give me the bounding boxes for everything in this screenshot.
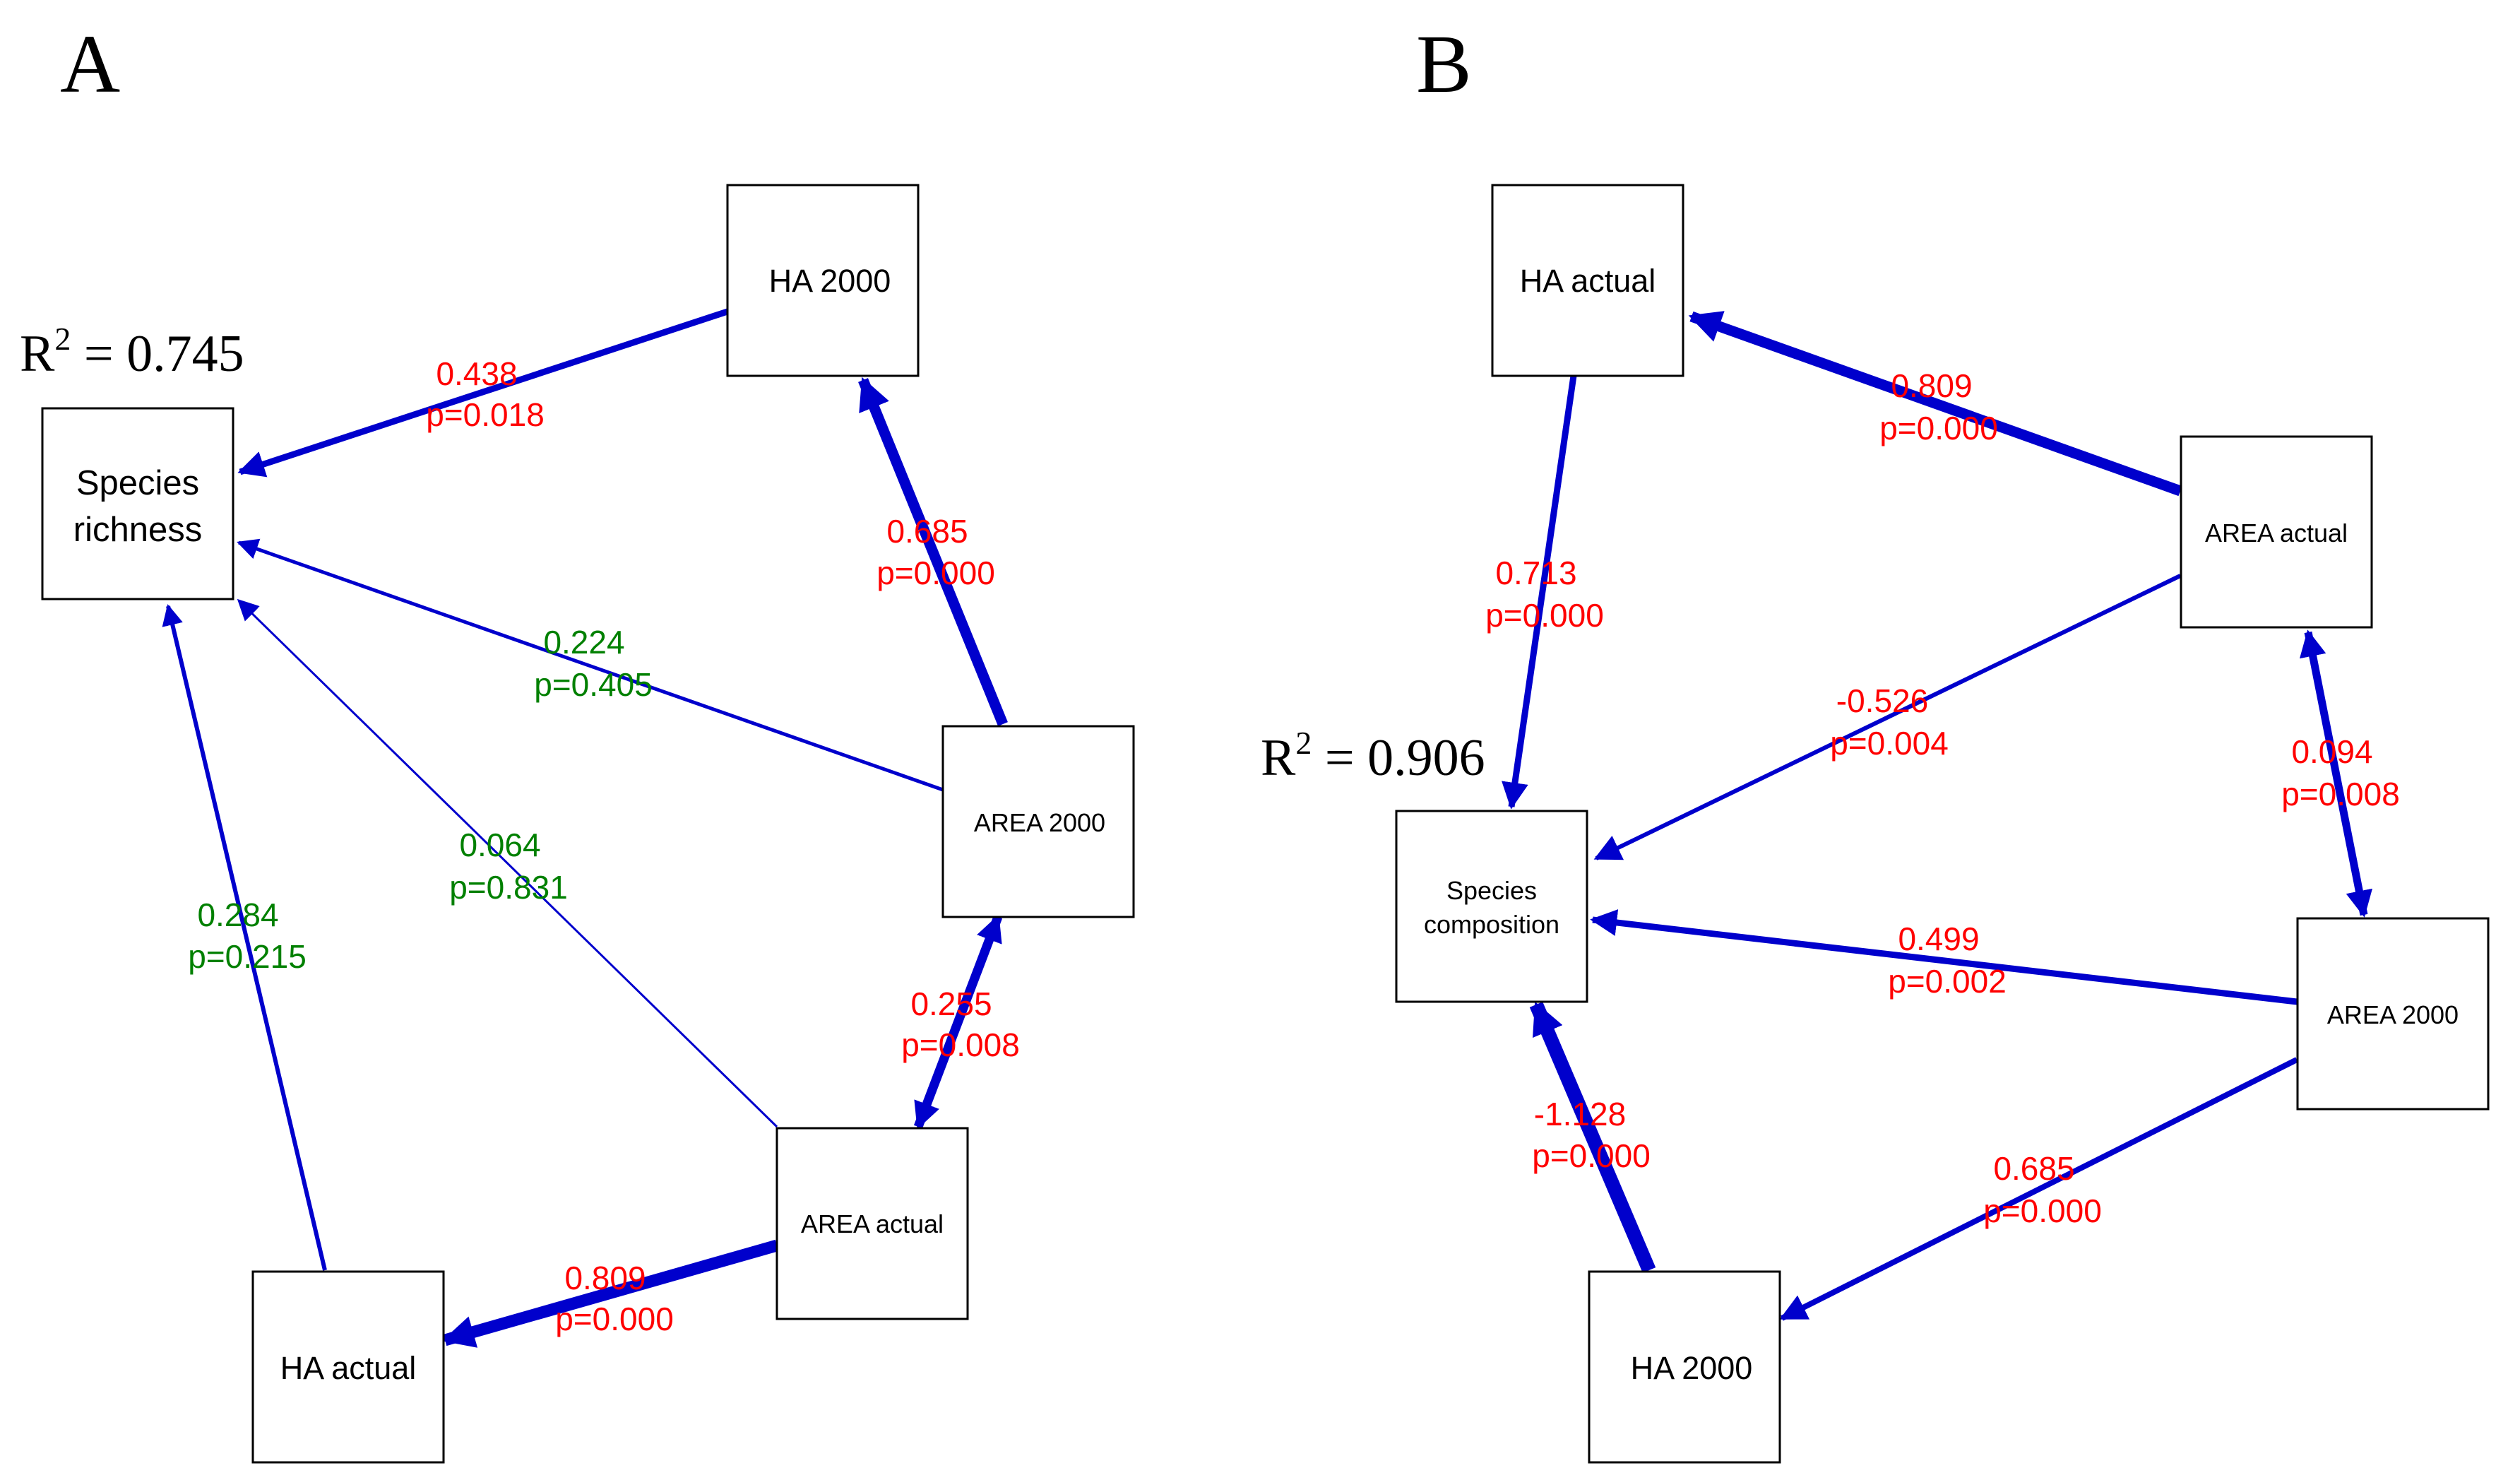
- edge-area2000-areaactual-bidirectional: [913, 914, 1003, 1130]
- svg-text:p=0.215: p=0.215: [188, 938, 307, 975]
- coef-area2000-areaactual: 0.255 p=0.008: [901, 985, 1020, 1063]
- svg-text:p=0.000: p=0.000: [1879, 410, 1998, 446]
- coef-areaactual-haactual: 0.809 p=0.000: [1879, 367, 1998, 446]
- svg-text:richness: richness: [73, 511, 202, 549]
- node-area-actual: AREA actual: [775, 1127, 969, 1320]
- coef-area2000-ha2000: 0.685 p=0.000: [876, 513, 995, 591]
- coef-areaactual-area2000: 0.094 p=0.008: [2281, 733, 2400, 812]
- svg-text:0.438: 0.438: [436, 355, 517, 392]
- svg-text:HA 2000: HA 2000: [1631, 1350, 1753, 1386]
- svg-text:0.094: 0.094: [2291, 733, 2372, 770]
- panel-letter-a: A: [60, 18, 120, 110]
- svg-text:p=0.002: p=0.002: [1888, 963, 2007, 1000]
- edge-areaactual-to-species-composition: [1593, 574, 2182, 860]
- edge-area2000-to-species-composition: [1590, 909, 2298, 1005]
- node-species-composition: Species composition: [1395, 810, 1588, 1003]
- coef-area2000-richness: 0.224 p=0.405: [534, 624, 653, 703]
- svg-text:-1.128: -1.128: [1534, 1096, 1626, 1132]
- coef-area2000-ha2000: 0.685 p=0.000: [1983, 1150, 2102, 1229]
- svg-text:composition: composition: [1424, 910, 1559, 939]
- edge-area2000-to-species-richness: [237, 538, 944, 792]
- svg-text:HA actual: HA actual: [1520, 263, 1656, 299]
- svg-text:AREA 2000: AREA 2000: [974, 808, 1105, 837]
- panel-a: A R2 = 0.745 Species richness HA 2000 AR…: [20, 18, 1135, 1464]
- svg-text:0.809: 0.809: [564, 1260, 646, 1296]
- coef-haactual-richness: 0.284 p=0.215: [188, 896, 307, 975]
- edge-haactual-to-species-composition: [1502, 375, 1577, 810]
- edge-area2000-to-ha2000: [1779, 1057, 2298, 1321]
- svg-text:p=0.000: p=0.000: [1532, 1137, 1651, 1174]
- coef-area2000-composition: 0.499 p=0.002: [1888, 920, 2007, 1000]
- coef-haactual-composition: 0.713 p=0.000: [1485, 555, 1604, 634]
- svg-text:0.064: 0.064: [459, 827, 540, 863]
- svg-text:p=0.008: p=0.008: [901, 1026, 1020, 1063]
- svg-text:p=0.004: p=0.004: [1830, 725, 1949, 762]
- node-area-2000: AREA 2000: [2296, 917, 2490, 1111]
- svg-text:0.713: 0.713: [1495, 555, 1576, 591]
- svg-text:AREA actual: AREA actual: [801, 1209, 944, 1238]
- svg-text:0.499: 0.499: [1898, 920, 1979, 957]
- svg-text:Species: Species: [76, 464, 199, 502]
- edge-areaactual-to-haactual: [1688, 311, 2182, 497]
- coef-areaactual-richness: 0.064 p=0.831: [449, 827, 568, 906]
- svg-text:0.284: 0.284: [197, 896, 278, 933]
- node-species-richness: Species richness: [41, 407, 234, 600]
- edge-haactual-to-species-richness: [162, 604, 327, 1271]
- node-ha-actual: HA actual: [1491, 184, 1684, 377]
- r2-label-a: R2 = 0.745: [20, 321, 244, 383]
- svg-text:p=0.018: p=0.018: [426, 396, 545, 433]
- edge-ha2000-to-species-richness: [237, 308, 729, 478]
- edge-areaactual-to-haactual: [441, 1239, 779, 1348]
- svg-text:0.809: 0.809: [1891, 367, 1972, 404]
- coef-areaactual-composition: -0.526 p=0.004: [1830, 682, 1949, 762]
- svg-text:0.685: 0.685: [1993, 1150, 2074, 1187]
- svg-text:p=0.000: p=0.000: [1983, 1192, 2102, 1229]
- svg-text:p=0.000: p=0.000: [876, 555, 995, 591]
- svg-text:0.255: 0.255: [910, 985, 992, 1022]
- svg-text:AREA actual: AREA actual: [2205, 519, 2348, 547]
- svg-text:p=0.405: p=0.405: [534, 666, 653, 703]
- panel-letter-b: B: [1416, 18, 1472, 110]
- edge-area2000-to-ha2000: [858, 377, 1008, 726]
- node-ha-2000: HA 2000: [1588, 1270, 1781, 1464]
- edge-ha2000-to-species-composition: [1529, 1001, 1656, 1273]
- svg-text:AREA 2000: AREA 2000: [2327, 1000, 2459, 1029]
- svg-text:Species: Species: [1446, 876, 1537, 905]
- node-ha-2000: HA 2000: [726, 184, 920, 377]
- coef-ha2000-composition: -1.128 p=0.000: [1532, 1096, 1651, 1174]
- coef-ha2000-richness: 0.438 p=0.018: [426, 355, 545, 433]
- coef-areaactual-haactual: 0.809 p=0.000: [555, 1260, 674, 1337]
- svg-text:HA 2000: HA 2000: [769, 263, 891, 299]
- svg-text:HA actual: HA actual: [280, 1350, 417, 1386]
- edge-areaactual-to-species-richness: [237, 598, 778, 1128]
- node-ha-actual: HA actual: [251, 1270, 445, 1464]
- svg-text:0.224: 0.224: [543, 624, 624, 661]
- node-area-2000: AREA 2000: [941, 725, 1135, 918]
- svg-text:p=0.831: p=0.831: [449, 869, 568, 906]
- svg-text:p=0.000: p=0.000: [555, 1301, 674, 1337]
- r2-label-b: R2 = 0.906: [1261, 725, 1485, 787]
- node-area-actual: AREA actual: [2180, 435, 2373, 629]
- svg-text:0.685: 0.685: [886, 513, 968, 550]
- svg-text:-0.526: -0.526: [1836, 682, 1928, 719]
- edge-areaactual-area2000-bidirectional: [2299, 629, 2373, 918]
- svg-text:p=0.000: p=0.000: [1485, 597, 1604, 634]
- panel-b: B R2 = 0.906 HA actual AREA actual Speci…: [1261, 18, 2490, 1464]
- svg-text:p=0.008: p=0.008: [2281, 776, 2400, 812]
